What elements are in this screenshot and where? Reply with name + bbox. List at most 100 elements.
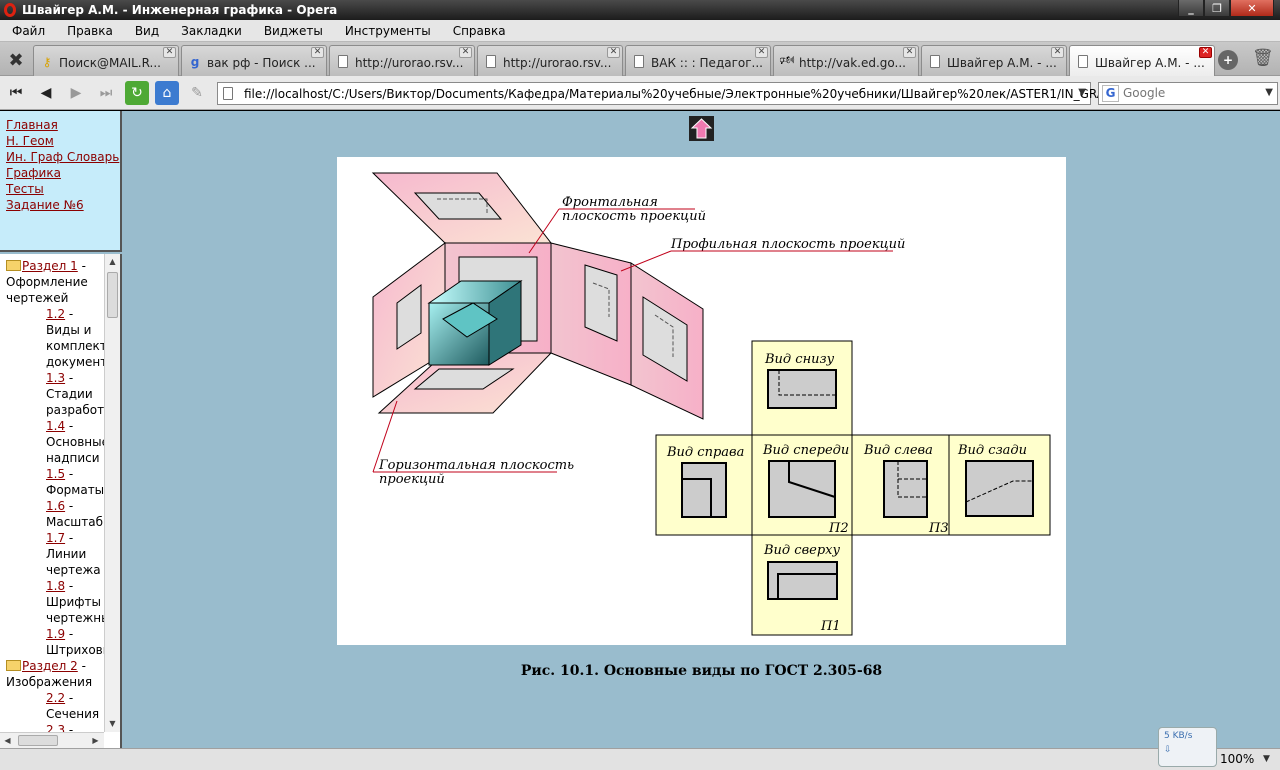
scroll-right-icon[interactable]: ▶ bbox=[92, 736, 99, 745]
menu-view[interactable]: Вид bbox=[134, 23, 160, 38]
tree-section-link[interactable]: Раздел 1 bbox=[22, 259, 78, 273]
tree-item-text: чертежны bbox=[46, 611, 111, 625]
menu-widgets[interactable]: Виджеты bbox=[263, 23, 323, 38]
tab-close-icon[interactable]: ✕ bbox=[1199, 47, 1212, 58]
minimize-button[interactable]: _ bbox=[1178, 0, 1204, 17]
menu-tools[interactable]: Инструменты bbox=[344, 23, 431, 38]
title-bar: Швайгер А.М. - Инженерная графика - Oper… bbox=[0, 0, 1280, 20]
trash-icon[interactable]: 🗑 bbox=[1252, 48, 1274, 68]
reload-icon[interactable]: ↻ bbox=[125, 81, 149, 105]
navigation-bar: ⏮ ◀ ▶ ⏭ ↻ ⌂ ✎ file://localhost/C:/Users/… bbox=[0, 76, 1280, 110]
transfer-speed-widget[interactable]: 5 KB/s ⇩ bbox=[1158, 727, 1217, 767]
scroll-left-icon[interactable]: ◀ bbox=[4, 736, 11, 745]
folder-icon bbox=[6, 260, 21, 271]
tab-close-icon[interactable]: ✕ bbox=[607, 47, 620, 58]
tree-section: Раздел 2 - bbox=[6, 658, 104, 674]
rewind-icon[interactable]: ⏮ bbox=[9, 85, 23, 101]
tab-close-icon[interactable]: ✕ bbox=[1051, 47, 1064, 58]
tab-urorao-2[interactable]: http://urorao.rsv... ✕ bbox=[477, 45, 623, 76]
tree-item-text: Стадии bbox=[46, 387, 93, 401]
new-tab-icon[interactable]: + bbox=[1218, 50, 1238, 70]
back-icon[interactable]: ◀ bbox=[40, 85, 52, 101]
horizontal-scrollbar[interactable]: ◀ ▶ bbox=[0, 732, 104, 748]
tree-item: 1.5 - bbox=[6, 466, 104, 482]
separator: - bbox=[65, 531, 74, 545]
tree-item-text: разработк bbox=[46, 403, 112, 417]
menu-file[interactable]: Файл bbox=[12, 23, 46, 38]
document-icon bbox=[1076, 54, 1090, 69]
tree-item-link[interactable]: 1.2 bbox=[46, 307, 66, 321]
tab-mail-search[interactable]: ⚷ Поиск@MAIL.R... ✕ bbox=[33, 45, 179, 76]
tree-item-link[interactable]: 1.6 bbox=[46, 499, 66, 513]
menu-bookmarks[interactable]: Закладки bbox=[181, 23, 242, 38]
separator: - bbox=[77, 259, 86, 273]
tab-vak-pedagog[interactable]: ВАК :: : Педагог... ✕ bbox=[625, 45, 771, 76]
nav-link-tests[interactable]: Тесты bbox=[6, 182, 44, 196]
google-icon: g bbox=[190, 54, 200, 69]
tab-shvaiger-1[interactable]: Швайгер А.М. - ... ✕ bbox=[921, 45, 1067, 76]
chevron-down-icon[interactable]: ▼ bbox=[1078, 87, 1086, 98]
tree-item-link[interactable]: 2.2 bbox=[46, 691, 66, 705]
fast-forward-icon[interactable]: ⏭ bbox=[99, 85, 113, 101]
tree-item-text: Основные bbox=[46, 435, 110, 449]
nav-link-home[interactable]: Главная bbox=[6, 118, 58, 132]
home-icon[interactable]: ⌂ bbox=[155, 81, 179, 105]
zoom-level[interactable]: 100% bbox=[1220, 752, 1255, 766]
forward-icon[interactable]: ▶ bbox=[70, 85, 82, 101]
tree-section-title: Изображения bbox=[6, 675, 93, 689]
search-input[interactable] bbox=[1123, 86, 1253, 100]
tree-item-link[interactable]: 1.8 bbox=[46, 579, 66, 593]
tab-urorao-1[interactable]: http://urorao.rsv... ✕ bbox=[329, 45, 475, 76]
tab-close-icon[interactable]: ✕ bbox=[311, 47, 324, 58]
opera-logo-icon bbox=[4, 3, 16, 17]
scroll-thumb[interactable] bbox=[107, 272, 118, 318]
tab-close-icon[interactable]: ✕ bbox=[755, 47, 768, 58]
tree-item-link[interactable]: 1.3 bbox=[46, 371, 66, 385]
tree-item-link[interactable]: 1.5 bbox=[46, 467, 66, 481]
separator: - bbox=[65, 307, 74, 321]
tree-item-link[interactable]: 1.4 bbox=[46, 419, 66, 433]
menu-edit[interactable]: Правка bbox=[67, 23, 113, 38]
separator: - bbox=[65, 579, 74, 593]
nav-link-graphics[interactable]: Графика bbox=[6, 166, 61, 180]
views-diagram: Фронтальная плоскость проекций Профильна… bbox=[371, 172, 1051, 636]
edit-pen-icon[interactable]: ✎ bbox=[191, 85, 203, 101]
page-icon bbox=[223, 87, 233, 103]
nav-link-task6[interactable]: Задание №6 bbox=[6, 198, 84, 212]
tree-item-link[interactable]: 1.9 bbox=[46, 627, 66, 641]
tools-icon[interactable]: ✖ bbox=[8, 49, 24, 71]
tab-close-icon[interactable]: ✕ bbox=[903, 47, 916, 58]
tree-item: 1.2 - bbox=[6, 306, 104, 322]
tree-section-link[interactable]: Раздел 2 bbox=[22, 659, 78, 673]
separator: - bbox=[65, 499, 74, 513]
tab-vak-search[interactable]: g вак рф - Поиск ... ✕ bbox=[181, 45, 327, 76]
google-icon: G bbox=[1102, 85, 1119, 102]
tree-item-link[interactable]: 1.7 bbox=[46, 531, 66, 545]
close-window-button[interactable]: ✕ bbox=[1230, 0, 1274, 17]
tab-close-icon[interactable]: ✕ bbox=[163, 47, 176, 58]
address-field[interactable]: file://localhost/C:/Users/Виктор/Documen… bbox=[217, 82, 1150, 105]
scroll-thumb-horizontal[interactable] bbox=[18, 735, 58, 746]
label-view-right: Вид справа bbox=[666, 445, 744, 460]
left-navigation: Главная Н. Геом Ин. Граф Словарь Графика… bbox=[0, 111, 122, 252]
tree-item: 1.7 - bbox=[6, 530, 104, 546]
scroll-down-icon[interactable]: ▼ bbox=[109, 719, 116, 728]
separator: - bbox=[65, 467, 74, 481]
nav-link-dictionary[interactable]: Ин. Граф Словарь bbox=[6, 150, 120, 164]
label-horizontal-2: проекций bbox=[379, 472, 445, 487]
scroll-up-icon[interactable]: ▲ bbox=[109, 257, 116, 266]
chevron-down-icon[interactable]: ▼ bbox=[1265, 87, 1273, 98]
nav-link-geometry[interactable]: Н. Геом bbox=[6, 134, 54, 148]
search-field[interactable]: G ▼ bbox=[1098, 82, 1278, 105]
label-view-left: Вид слева bbox=[863, 443, 933, 458]
chevron-down-icon[interactable]: ▼ bbox=[1263, 754, 1270, 764]
up-arrow-icon[interactable] bbox=[689, 116, 714, 141]
menu-help[interactable]: Справка bbox=[452, 23, 506, 38]
document-icon bbox=[336, 54, 350, 69]
vertical-scrollbar[interactable]: ▲ ▼ bbox=[104, 254, 120, 732]
restore-button[interactable]: ❐ bbox=[1204, 0, 1230, 17]
tab-close-icon[interactable]: ✕ bbox=[459, 47, 472, 58]
tab-vak-ed[interactable]: 🕬 http://vak.ed.go... ✕ bbox=[773, 45, 919, 76]
tab-shvaiger-active[interactable]: Швайгер А.М. - ... ✕ bbox=[1069, 45, 1215, 77]
menu-bar: Файл Правка Вид Закладки Виджеты Инструм… bbox=[0, 20, 1280, 42]
